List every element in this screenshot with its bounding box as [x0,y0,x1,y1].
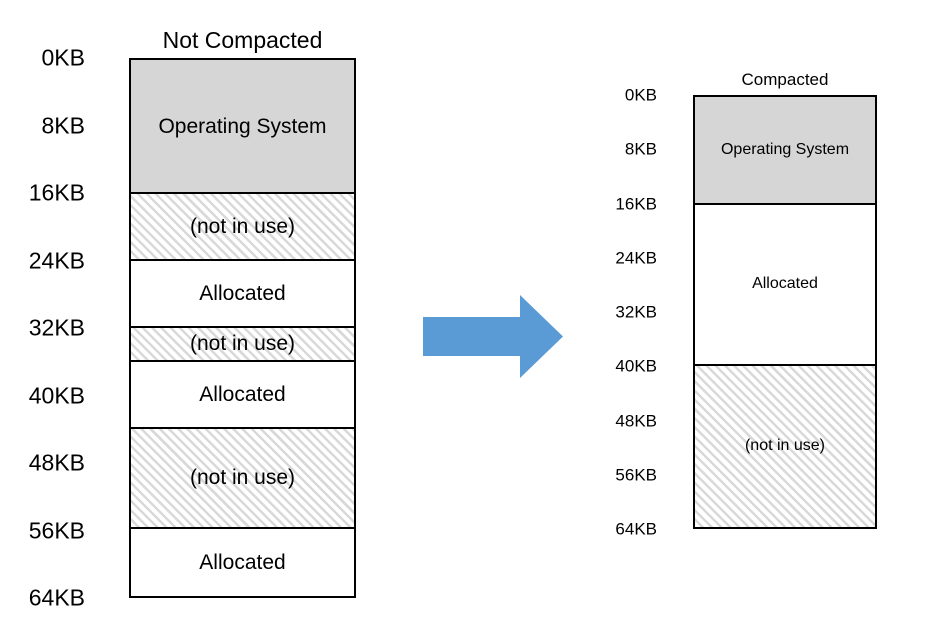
tick-label-56kb: 56KB [615,465,657,485]
segment-operating-system: Operating System [131,60,354,194]
segment-label: Allocated [199,282,286,305]
segment-label: Allocated [199,382,286,406]
segment-operating-system: Operating System [695,97,875,205]
tick-label-24kb: 24KB [28,247,85,273]
segment-label: Operating System [158,114,327,138]
tick-label-64kb: 64KB [615,519,657,539]
tick-label-40kb: 40KB [615,356,657,376]
compacted-title: Compacted [741,70,829,89]
segment-label: (not in use) [189,332,296,356]
tick-label-32kb: 32KB [615,302,657,322]
tick-label-16kb: 16KB [28,179,85,206]
segment-label: (not in use) [744,437,826,455]
not-compacted-memory-column: Operating System (not in use) Allocated (no… [129,58,356,598]
segment-not-in-use: (not in use) [695,365,875,527]
segment-label: Allocated [752,275,818,293]
right-arrow-icon [423,295,563,378]
tick-label-16kb: 16KB [615,194,657,213]
segment-label: (not in use) [189,215,296,238]
tick-label-0kb: 0KB [624,85,657,105]
segment-not-in-use: (not in use) [131,328,354,362]
tick-label-48kb: 48KB [28,449,85,476]
tick-label-0kb: 0KB [41,44,85,71]
segment-allocated: Allocated [131,361,354,429]
not-compacted-title: Not Compacted [162,27,323,53]
segment-label: (not in use) [189,466,296,490]
segment-not-in-use: (not in use) [131,194,354,261]
segment-allocated: Allocated [131,529,354,596]
compacted-ruler: 0KB 8KB 16KB 24KB 32KB 40KB 48KB 56KB 64KB [572,87,657,538]
tick-label-8kb: 8KB [624,139,657,159]
tick-label-56kb: 56KB [28,517,85,543]
segment-allocated: Allocated [695,204,875,366]
segment-not-in-use: (not in use) [131,428,354,529]
segment-label: Operating System [720,140,850,158]
not-compacted-ruler: 0KB 8KB 16KB 24KB 32KB 40KB 48KB 56KB 64KB [0,46,85,609]
segment-label: Allocated [199,551,286,574]
tick-label-64kb: 64KB [28,584,85,611]
segment-allocated: Allocated [131,261,354,328]
tick-label-40kb: 40KB [28,382,85,408]
tick-label-32kb: 32KB [28,314,85,341]
tick-label-24kb: 24KB [615,248,657,268]
tick-label-48kb: 48KB [615,411,657,430]
tick-label-8kb: 8KB [41,112,85,138]
